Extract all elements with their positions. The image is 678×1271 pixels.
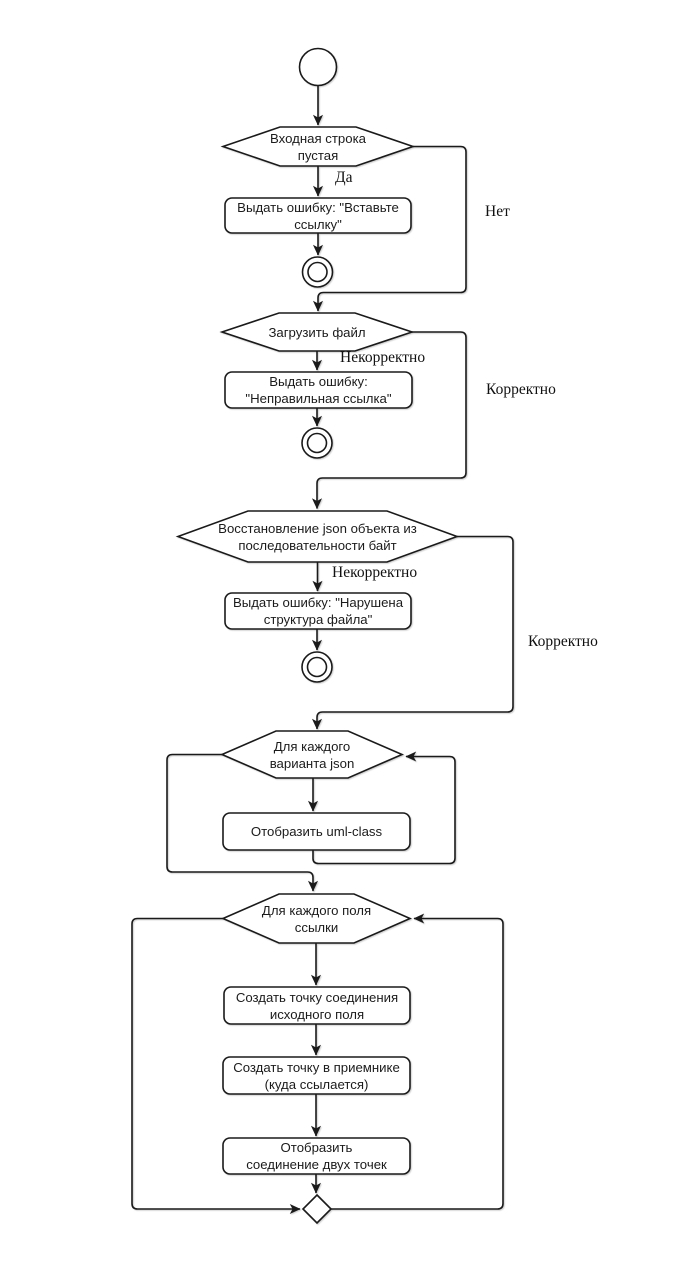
action-error-broken-structure-shape: [224, 592, 412, 630]
action-create-target-point-shape: [222, 1056, 411, 1095]
decision-load-file-shape: [219, 312, 415, 352]
action-error-wrong-link-shape: [224, 371, 413, 409]
decision-input-empty-shape: [220, 126, 416, 167]
final-node-3-inner: [306, 656, 328, 678]
final-node-1-inner: [307, 261, 328, 283]
edge-loop2-back: [331, 913, 504, 1210]
start-node-circle: [298, 47, 338, 87]
edge-decision2-correct-branch: [311, 331, 467, 510]
edge-loop1-back: [312, 751, 456, 865]
decision-restore-json-shape: [175, 510, 460, 563]
edge-decision3-correct-branch: [311, 535, 514, 730]
action-create-source-point-shape: [223, 986, 411, 1025]
edge-loop1-exit: [166, 753, 319, 892]
action-show-uml-class-shape: [222, 812, 411, 851]
action-show-connection-shape: [222, 1137, 411, 1175]
edge-decision1-no-branch: [312, 145, 467, 312]
edge-loop2-exit: [131, 917, 301, 1215]
loop-each-json-variant-shape: [219, 730, 405, 779]
merge-diamond-shape: [301, 1193, 333, 1225]
loop-each-link-field-shape: [221, 893, 412, 944]
action-error-insert-link-shape: [224, 197, 412, 234]
final-node-2-inner: [306, 432, 328, 454]
